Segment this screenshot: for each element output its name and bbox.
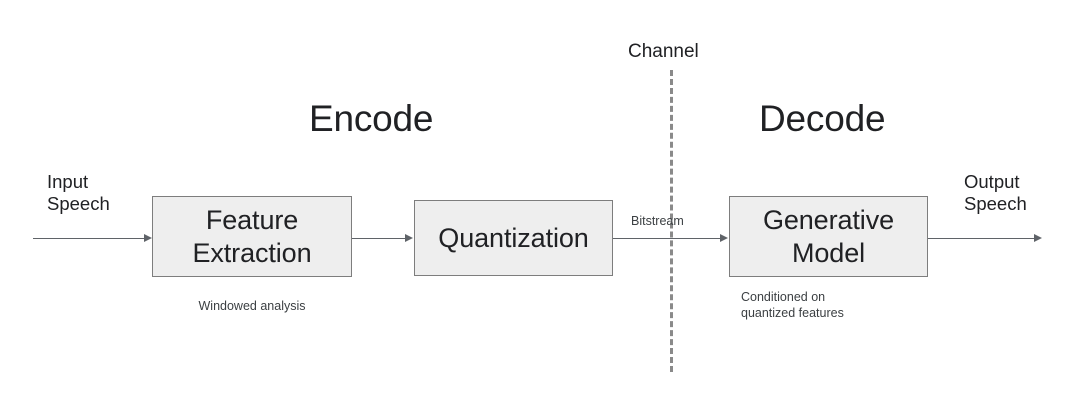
block-feature-extraction: Feature Extraction — [152, 196, 352, 277]
output-speech-label: Output Speech — [964, 171, 1027, 214]
block-quantization: Quantization — [414, 200, 613, 276]
feature-to-quantization-connector-line — [352, 238, 406, 239]
output-connector-arrowhead — [1034, 233, 1042, 242]
encode-section-title: Encode — [309, 98, 434, 139]
block-feature-extraction-caption: Windowed analysis — [198, 299, 306, 313]
input-speech-label: Input Speech — [47, 171, 110, 214]
bitstream-label: Bitstream — [631, 214, 684, 228]
channel-divider-dashed-line — [670, 70, 673, 372]
block-generative-model-caption: Conditioned on quantized features — [741, 290, 844, 320]
bitstream-connector-line — [613, 238, 721, 239]
input-connector-line — [33, 238, 145, 239]
block-generative-model: Generative Model — [729, 196, 928, 277]
block-feature-extraction-label: Feature Extraction — [192, 204, 312, 268]
block-generative-model-label: Generative Model — [762, 204, 895, 268]
output-connector-line — [928, 238, 1035, 239]
decode-section-title: Decode — [759, 98, 886, 139]
block-quantization-label: Quantization — [438, 222, 589, 253]
channel-label: Channel — [628, 41, 699, 62]
bitstream-connector-arrowhead — [720, 233, 728, 242]
feature-to-quantization-arrowhead — [405, 233, 413, 242]
input-connector-arrowhead — [144, 233, 152, 242]
